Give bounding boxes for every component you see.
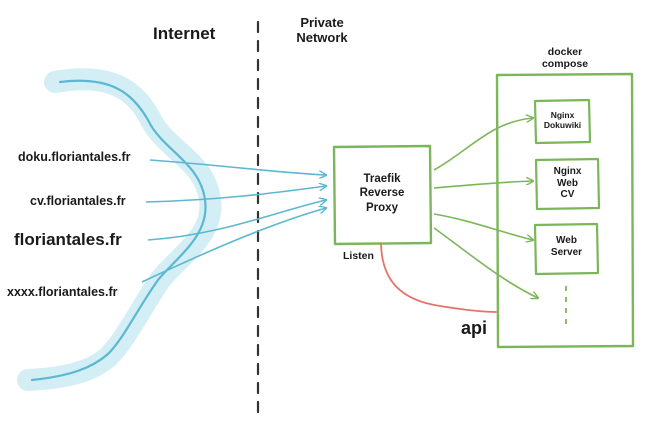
private-network-line2: Network xyxy=(296,29,348,45)
dokuwiki-line1: Nginx xyxy=(550,110,575,120)
private-network-line1: Private xyxy=(300,15,344,30)
service-webserver-label: Web Server xyxy=(535,235,598,258)
compose-box xyxy=(495,72,635,349)
service-box-dokuwiki xyxy=(533,98,592,145)
domain-xxxx: xxxx.floriantales.fr xyxy=(7,285,118,299)
arrow-cv xyxy=(145,186,326,203)
proxy-line3: Proxy xyxy=(366,201,398,214)
service-box-cv xyxy=(534,157,601,211)
proxy-label: Traefik Reverse Proxy xyxy=(340,172,424,215)
compose-line1: docker xyxy=(547,46,583,58)
arrow-proxy-more xyxy=(433,227,538,298)
service-dokuwiki-label: Nginx Dokuwiki xyxy=(535,110,590,131)
domain-doku: doku.floriantales.fr xyxy=(18,150,131,164)
compose-label: docker compose xyxy=(530,46,600,70)
arrow-proxy-webserver xyxy=(433,213,533,240)
private-network-label: Private Network xyxy=(284,15,360,46)
proxy-line1: Traefik xyxy=(363,173,401,185)
arrow-proxy-cv xyxy=(433,181,533,189)
listen-link xyxy=(380,243,497,313)
cv-line1: Nginx xyxy=(553,166,582,177)
arrow-doku xyxy=(149,159,326,175)
internet-stream-glow xyxy=(17,68,222,391)
compose-line2: compose xyxy=(541,58,589,71)
api-label: api xyxy=(461,318,488,338)
domain-cv: cv.floriantales.fr xyxy=(30,194,126,208)
domain-floriantales: floriantales.fr xyxy=(14,230,122,249)
dokuwiki-line2: Dokuwiki xyxy=(543,119,582,130)
arrow-xxxx xyxy=(141,208,326,283)
cv-line3: CV xyxy=(560,189,575,200)
proxy-line2: Reverse xyxy=(359,187,405,200)
cv-line2: Web xyxy=(557,177,578,189)
arrow-floriantales xyxy=(147,200,326,241)
internet-stream-line xyxy=(30,79,207,382)
proxy-box xyxy=(332,144,433,246)
webserver-line1: Web xyxy=(556,235,577,246)
webserver-line2: Server xyxy=(550,246,583,258)
service-cv-label: Nginx Web CV xyxy=(536,166,599,201)
service-box-webserver xyxy=(533,222,600,276)
internet-label: Internet xyxy=(153,24,216,43)
arrow-proxy-dokuwiki xyxy=(433,118,533,171)
listen-label: Listen xyxy=(343,250,374,262)
